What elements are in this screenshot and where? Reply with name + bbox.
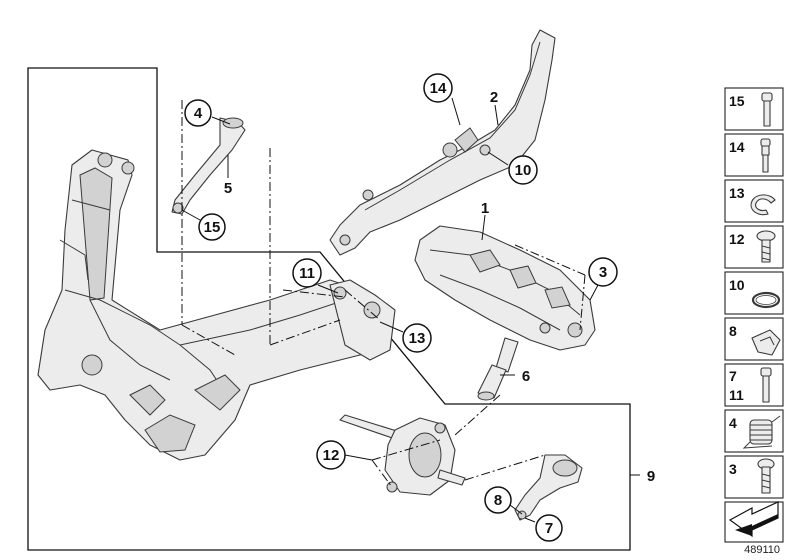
- label-2[interactable]: 2: [490, 89, 498, 106]
- callout-15[interactable]: 15: [198, 213, 226, 241]
- svg-text:15: 15: [729, 93, 745, 109]
- assembly-frame-outline: [27, 67, 631, 551]
- svg-text:13: 13: [729, 185, 745, 201]
- leader-lines: [181, 97, 599, 523]
- diagram-id-number: 489110: [744, 544, 780, 556]
- callout-3[interactable]: 3: [588, 257, 618, 287]
- callout-8[interactable]: 8: [484, 486, 512, 514]
- link-rod-part: [171, 117, 246, 215]
- svg-text:10: 10: [729, 277, 745, 293]
- callout-14[interactable]: 14: [423, 73, 453, 103]
- spring-icon: [742, 415, 781, 449]
- svg-text:3: 3: [729, 461, 737, 477]
- legend-item-14[interactable]: 14: [724, 133, 784, 177]
- bolt-icon: [761, 92, 773, 127]
- svg-text:12: 12: [323, 447, 340, 464]
- label-9[interactable]: 9: [647, 468, 655, 485]
- svg-text:14: 14: [430, 80, 447, 97]
- svg-text:14: 14: [729, 139, 745, 155]
- callout-10[interactable]: 10: [508, 155, 538, 185]
- pin-icon: [760, 138, 771, 173]
- svg-text:12: 12: [729, 231, 745, 247]
- callout-13[interactable]: 13: [402, 323, 432, 353]
- snap-ring-icon: [751, 291, 781, 309]
- svg-text:8: 8: [729, 323, 737, 339]
- svg-text:11: 11: [299, 265, 315, 282]
- circlip-icon: [750, 194, 776, 216]
- label-6[interactable]: 6: [522, 368, 530, 385]
- callout-12[interactable]: 12: [316, 440, 346, 470]
- legend-item-7-11[interactable]: 7 11: [724, 363, 784, 407]
- svg-text:4: 4: [729, 415, 737, 431]
- svg-text:10: 10: [515, 162, 532, 179]
- legend-item-13[interactable]: 13: [724, 179, 784, 223]
- actuator-housing-part: [414, 225, 596, 351]
- upper-lever-part: [329, 29, 556, 256]
- legend-item-10[interactable]: 10: [724, 271, 784, 315]
- legend-item-3[interactable]: 3: [724, 455, 784, 499]
- svg-text:7: 7: [545, 520, 553, 537]
- arrow-icon: [728, 501, 779, 538]
- callout-11[interactable]: 11: [292, 258, 322, 288]
- svg-text:4: 4: [194, 105, 203, 122]
- construction-lines: [181, 100, 586, 488]
- svg-text:8: 8: [494, 492, 502, 509]
- legend-item-12[interactable]: 12: [724, 225, 784, 269]
- legend-item-4[interactable]: 4: [724, 409, 784, 453]
- lower-lever-part: [514, 454, 583, 521]
- callout-7[interactable]: 7: [535, 514, 563, 542]
- legend-item-15[interactable]: 15: [724, 87, 784, 131]
- clip-icon: [751, 329, 781, 356]
- svg-text:13: 13: [409, 330, 426, 347]
- label-1[interactable]: 1: [481, 200, 489, 217]
- svg-text:7: 7: [729, 368, 737, 384]
- main-bracket-part: [37, 149, 396, 461]
- callout-4[interactable]: 4: [184, 99, 212, 127]
- svg-text:11: 11: [729, 387, 744, 403]
- label-5[interactable]: 5: [224, 180, 232, 197]
- motor-assembly-part: [339, 414, 466, 496]
- dowel-icon: [760, 367, 772, 403]
- svg-text:3: 3: [599, 264, 607, 281]
- legend-column: 15 14 13 12: [724, 87, 784, 556]
- damper-shaft-part: [477, 337, 519, 401]
- hex-screw-icon: [757, 458, 775, 494]
- screw-icon: [756, 230, 776, 263]
- svg-text:15: 15: [204, 219, 221, 236]
- legend-item-arrow[interactable]: [724, 501, 784, 543]
- legend-item-8[interactable]: 8: [724, 317, 784, 361]
